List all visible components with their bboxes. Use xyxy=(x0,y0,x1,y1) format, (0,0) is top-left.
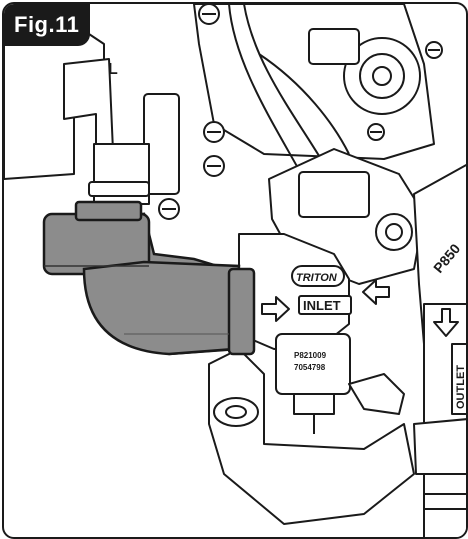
brand-plate xyxy=(291,265,345,287)
cable-3 xyxy=(258,53,350,155)
cable-2 xyxy=(243,4,325,165)
brand-label: TRITON xyxy=(296,272,338,284)
left-pipe-collar xyxy=(88,181,150,197)
plate-slot-inner xyxy=(225,405,247,419)
top-connector xyxy=(308,28,360,65)
sensor-connector xyxy=(298,171,370,218)
part-label-l: L xyxy=(108,61,118,78)
code-label-2: 7054798 xyxy=(294,363,326,372)
outlet-label-plate xyxy=(451,343,466,415)
code-label-1: P821009 xyxy=(294,351,327,360)
inlet-label: INLET xyxy=(303,298,341,313)
elbow-fitting xyxy=(42,200,256,356)
inlet-arrow-left xyxy=(261,296,290,322)
figure-tab: Fig.11 xyxy=(4,4,90,46)
outlet-lower xyxy=(423,473,466,537)
sensor-port-inner xyxy=(385,223,403,241)
inlet-plate xyxy=(298,295,352,315)
cartridge-stem xyxy=(293,393,335,415)
motor-center xyxy=(372,66,392,86)
outlet-label: OUTLET xyxy=(455,365,467,409)
outlet-fitting xyxy=(413,418,466,475)
assembly-illustration: L TRITON INLET P821009 7054798 P850 OUTL… xyxy=(4,4,467,537)
lower-plate xyxy=(208,348,415,525)
inlet-arrow-right xyxy=(362,279,390,305)
cable-1 xyxy=(228,4,305,180)
figure-label: Fig.11 xyxy=(14,12,80,37)
outlet-arrow xyxy=(433,308,459,337)
plate-clip xyxy=(348,373,405,415)
